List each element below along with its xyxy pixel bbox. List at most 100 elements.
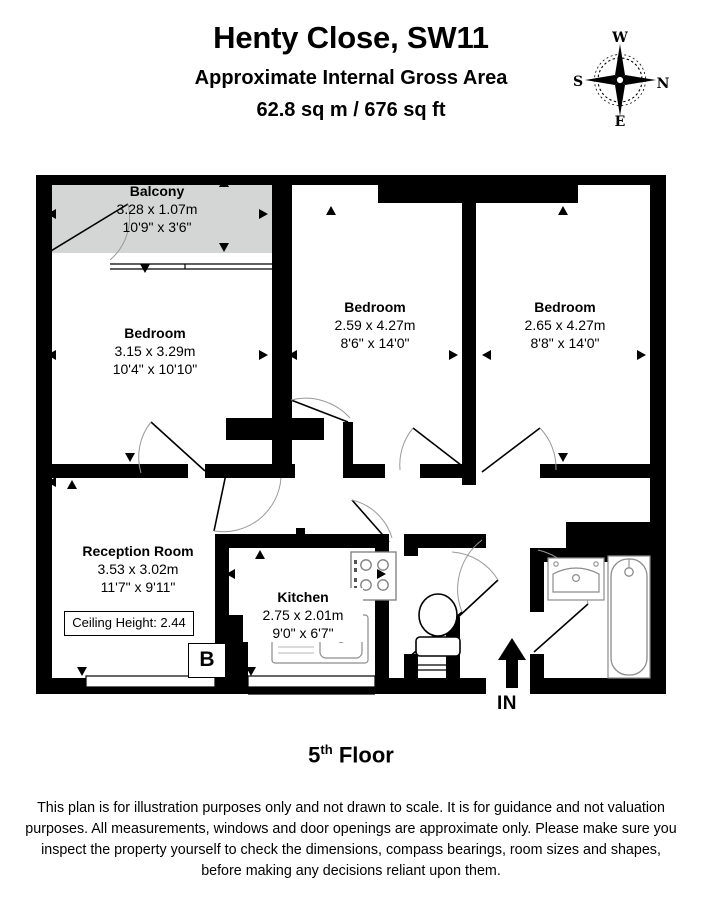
room-name-bedroom-2: Bedroom	[344, 299, 406, 315]
dim-arrow-kitchen-right	[377, 569, 386, 579]
boiler-box: B	[188, 643, 226, 678]
wall-top-c	[578, 175, 666, 185]
room-metric-balcony: 3.28 x 1.07m	[116, 201, 198, 217]
wall-door-jamb-bed2	[343, 422, 353, 478]
basin-fixture	[547, 557, 605, 601]
room-metric-bedroom-1: 3.15 x 3.29m	[114, 343, 196, 359]
dim-arrow-bed1-left	[47, 350, 56, 360]
room-metric-bedroom-3: 2.65 x 4.27m	[524, 317, 606, 333]
floor-number: 5	[308, 742, 321, 768]
room-name-bedroom-1: Bedroom	[124, 325, 186, 341]
door-reception	[213, 473, 282, 533]
wall-hall-top-right	[540, 464, 666, 478]
room-label-reception: Reception Room 3.53 x 3.02m 11'7" x 9'11…	[48, 542, 228, 596]
wall-left-exterior	[36, 175, 52, 694]
floor-ordinal: th	[320, 742, 333, 757]
floor-word: Floor	[338, 742, 394, 768]
wall-bed1-bottom	[36, 464, 188, 478]
wall-bed2-bed3	[462, 185, 476, 485]
room-metric-bedroom-2: 2.59 x 4.27m	[334, 317, 416, 333]
area-value: 62.8 sq m / 676 sq ft	[256, 99, 446, 121]
door-kitchen	[351, 499, 393, 543]
floor-plan: Balcony 3.28 x 1.07m 10'9" x 3'6" Bedroo…	[0, 160, 702, 720]
dim-arrow-balcony-left	[47, 209, 56, 219]
dim-arrow-bed3-bottom	[558, 453, 568, 462]
dim-arrow-balcony-top	[219, 178, 229, 187]
room-label-balcony: Balcony 3.28 x 1.07m 10'9" x 3'6"	[97, 182, 217, 236]
window-bathroom-south	[544, 683, 650, 690]
compass-label-bottom: E	[615, 114, 626, 128]
plan-header: Henty Close, SW11 Approximate Internal G…	[0, 0, 702, 160]
window-reception-frame	[85, 675, 216, 688]
room-name-balcony: Balcony	[129, 183, 185, 199]
wall-wc-top	[404, 534, 486, 548]
room-imperial-kitchen: 9'0" x 6'7"	[272, 625, 334, 641]
toilet-fixture	[415, 593, 461, 657]
wall-kitchen-tick	[296, 528, 305, 536]
door-entrance-lobby	[451, 551, 499, 621]
wall-hall-col	[272, 418, 292, 478]
entrance-arrow-icon	[498, 638, 526, 688]
dim-arrow-bed2-left	[288, 350, 297, 360]
dim-arrow-kitchen-top	[255, 550, 265, 559]
dim-arrow-balcony-right	[259, 209, 268, 219]
wall-bed1-bed2-upper	[272, 175, 292, 433]
room-imperial-balcony: 10'9" x 3'6"	[122, 219, 192, 235]
compass-label-right: N	[657, 76, 670, 92]
wall-bath-top-step	[566, 522, 666, 550]
room-name-reception: Reception Room	[82, 543, 194, 559]
area-subtitle: Approximate Internal Gross Area	[194, 67, 508, 89]
dim-arrow-bed3-left	[482, 350, 491, 360]
window-top-b	[378, 176, 578, 182]
room-metric-reception: 3.53 x 3.02m	[97, 561, 179, 577]
dim-arrow-kitchen-bottom	[246, 667, 256, 676]
balcony-fill	[36, 175, 272, 253]
dim-arrow-balcony-bottom	[219, 243, 229, 252]
wall-top-a	[282, 175, 378, 185]
door-bedroom-1	[138, 421, 206, 474]
wall-hall-top-mid2	[420, 464, 476, 478]
compass-label-top: W	[611, 30, 628, 46]
dim-arrow-balcony-win	[140, 264, 150, 273]
room-label-bedroom-2: Bedroom 2.59 x 4.27m 8'6" x 14'0"	[310, 298, 440, 352]
bath-fixture	[607, 555, 651, 679]
window-balcony-south	[110, 263, 272, 270]
entrance-label: IN	[497, 693, 517, 714]
wall-top-b	[378, 175, 578, 203]
window-wc-south	[418, 664, 450, 671]
door-bedroom-2	[290, 397, 351, 423]
door-balcony	[40, 203, 131, 261]
room-label-kitchen: Kitchen 2.75 x 2.01m 9'0" x 6'7"	[243, 588, 363, 642]
dim-arrow-recep-bottom	[77, 667, 87, 676]
dim-arrow-recep-left	[47, 477, 56, 487]
wall-wc-left-stub	[404, 534, 418, 556]
room-label-bedroom-3: Bedroom 2.65 x 4.27m 8'8" x 14'0"	[500, 298, 630, 352]
room-imperial-bedroom-1: 10'4" x 10'10"	[112, 361, 198, 377]
floor-caption: 5th Floor	[0, 742, 702, 768]
room-name-bedroom-3: Bedroom	[534, 299, 596, 315]
wall-bath-left-upper	[530, 548, 544, 612]
dim-arrow-bed2-top	[326, 206, 336, 215]
room-imperial-bedroom-3: 8'8" x 14'0"	[530, 335, 600, 351]
ceiling-height-box: Ceiling Height: 2.44	[64, 611, 194, 636]
wall-right-exterior	[650, 175, 666, 694]
wall-kitchen-right	[375, 600, 389, 682]
dim-arrow-bed3-right	[637, 350, 646, 360]
door-bedroom-3	[399, 427, 471, 473]
room-metric-kitchen: 2.75 x 2.01m	[262, 607, 344, 623]
wall-wc-bottom	[404, 678, 462, 694]
dim-arrow-recep-topleft	[67, 480, 77, 489]
compass-rose: W N E S	[568, 28, 673, 130]
dim-arrow-bed2-right	[449, 350, 458, 360]
wall-bath-left-lower	[530, 654, 544, 688]
room-label-bedroom-1: Bedroom 3.15 x 3.29m 10'4" x 10'10"	[90, 324, 220, 378]
disclaimer-text: This plan is for illustration purposes o…	[25, 800, 677, 879]
room-imperial-bedroom-2: 8'6" x 14'0"	[340, 335, 410, 351]
wall-kitchen-top	[215, 534, 375, 548]
door-bedroom-3b	[481, 427, 557, 473]
window-kitchen-south	[248, 689, 375, 695]
window-top-c	[578, 176, 650, 182]
dim-arrow-bed2-bottom	[462, 453, 472, 462]
room-name-kitchen: Kitchen	[277, 589, 329, 605]
compass-label-left: S	[573, 74, 583, 90]
